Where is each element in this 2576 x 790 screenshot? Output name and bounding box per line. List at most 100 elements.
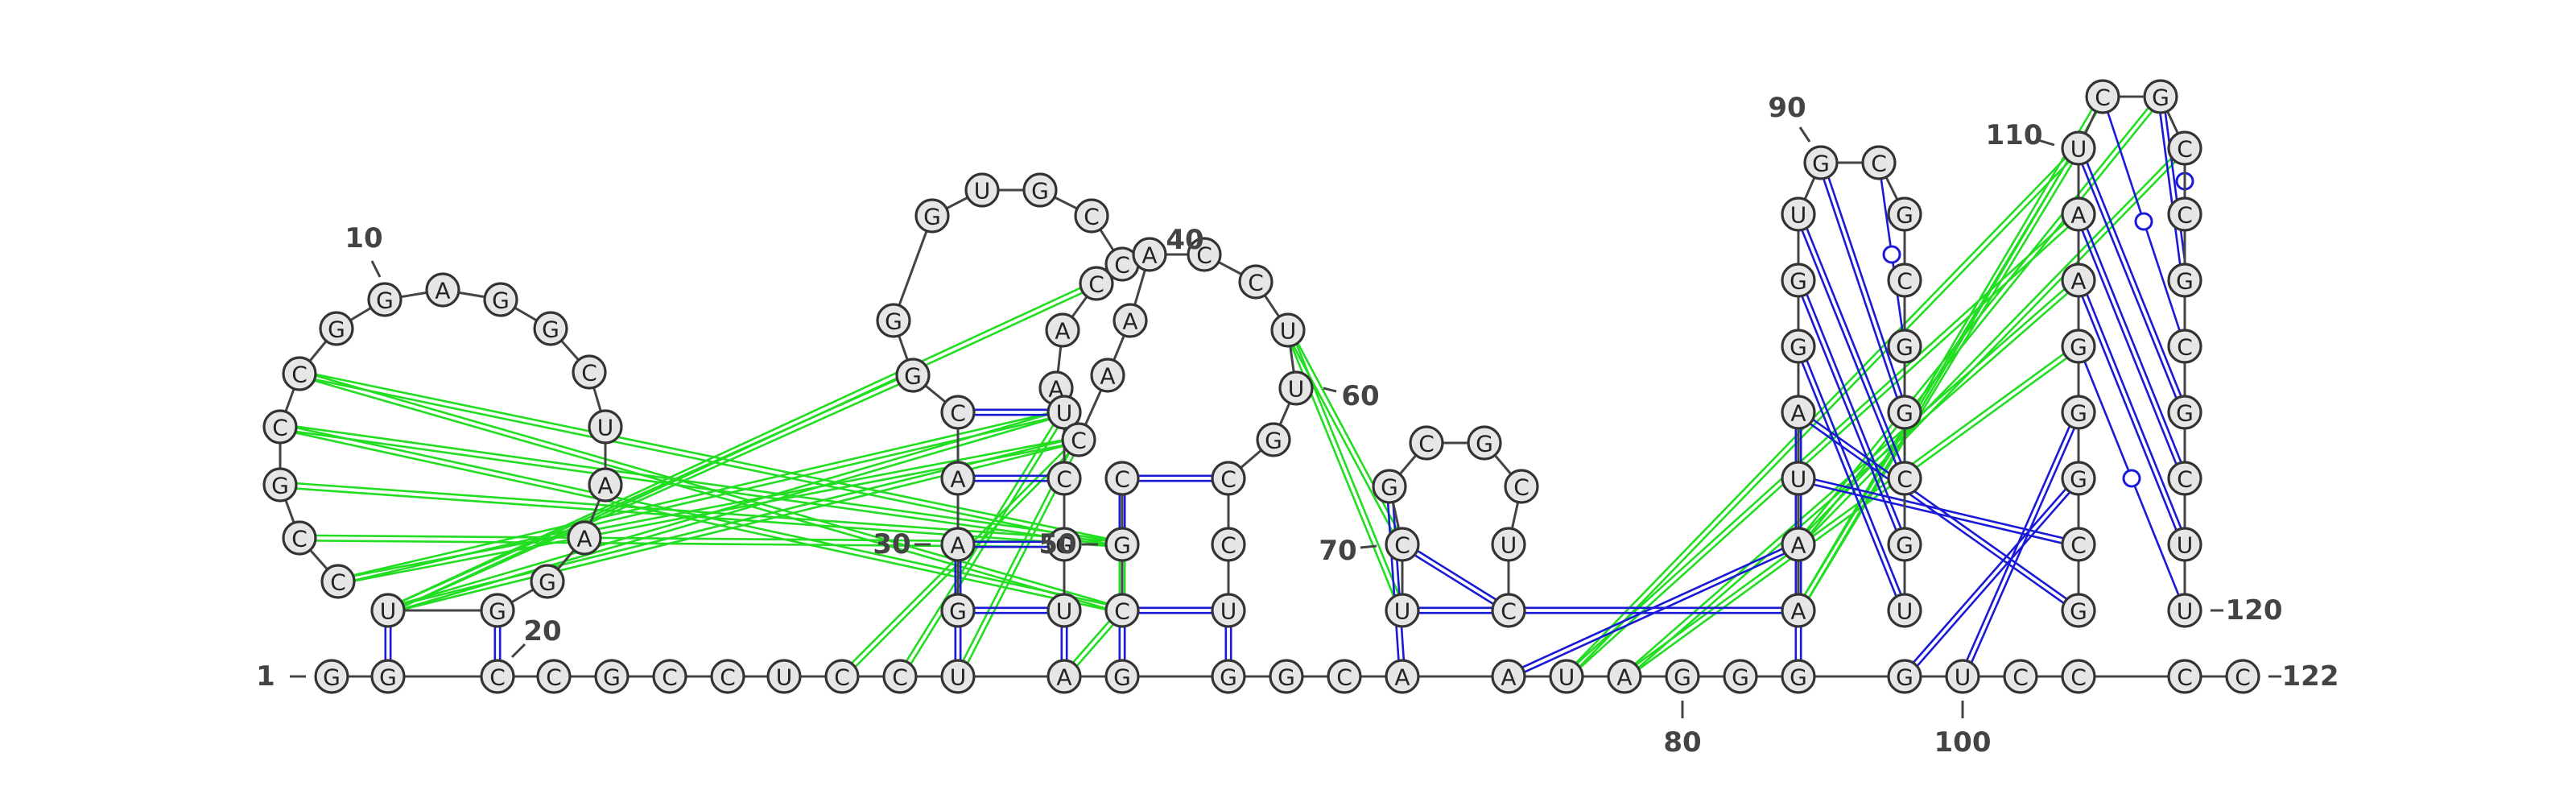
nucleotide: C <box>572 354 607 390</box>
nucleotide-letter: C <box>2013 664 2029 691</box>
nucleotide-letter: G <box>1896 334 1913 361</box>
position-tick <box>2037 139 2055 147</box>
nucleotide-letter: A <box>1790 598 1806 625</box>
position-label: 122 <box>2282 660 2339 693</box>
nucleotide: G <box>1104 527 1140 562</box>
nucleotide-letter: U <box>597 415 614 441</box>
nucleotide-letter: G <box>1732 664 1749 691</box>
position-label: 10 <box>345 222 382 254</box>
nucleotide: G <box>2061 461 2096 496</box>
nucleotide-letter: U <box>776 664 793 691</box>
nucleotide: G <box>1046 527 1082 562</box>
nucleotide: G <box>1665 659 1700 694</box>
nucleotide: C <box>1079 266 1114 301</box>
nucleotide: G <box>533 311 568 346</box>
canonical-pair <box>1817 161 1909 414</box>
position-label: 70 <box>1319 535 1356 567</box>
position-number: 20 <box>510 615 562 659</box>
nucleotide-letter: C <box>834 664 850 691</box>
nucleotide: G <box>914 198 950 234</box>
nucleotide-letter: G <box>489 598 506 625</box>
nucleotide: U <box>2167 593 2202 628</box>
nucleotide: C <box>652 659 687 694</box>
nucleotide-letter: C <box>1114 598 1130 625</box>
nucleotide: A <box>2061 196 2096 232</box>
position-label: 110 <box>1986 119 2043 151</box>
nucleotide: C <box>1409 425 1444 461</box>
nucleotide: U <box>940 659 976 694</box>
nucleotide-letter: A <box>950 532 965 559</box>
canonical-pair <box>1796 409 2081 614</box>
position-tick <box>1323 387 1337 393</box>
nucleotide-letter: U <box>380 598 397 625</box>
nucleotide: G <box>1887 329 1922 364</box>
nucleotide: C <box>2085 79 2120 114</box>
nucleotide: U <box>1781 196 1816 232</box>
nucleotide: G <box>1104 659 1140 694</box>
nucleotide-letter: C <box>662 664 678 691</box>
nucleotide: G <box>1211 659 1246 694</box>
nucleotide-letter: G <box>2070 598 2087 625</box>
nucleotide-letter: C <box>1871 151 1887 177</box>
nucleotide-letter: G <box>323 664 341 691</box>
nucleotide: G <box>1887 659 1922 694</box>
nucleotide-letter: G <box>1896 664 1913 691</box>
position-label: 80 <box>1663 726 1701 759</box>
nucleotide-letter: G <box>1674 664 1691 691</box>
pseudoknot-line <box>1285 328 1406 547</box>
canonical-pair <box>958 540 1064 548</box>
nucleotide: G <box>1781 329 1816 364</box>
position-label: 60 <box>1341 380 1379 412</box>
nucleotide: U <box>1211 593 1246 628</box>
canonical-pair <box>1385 486 1406 677</box>
nucleotide-letter: U <box>2177 532 2194 559</box>
nucleotide: C <box>1046 461 1082 496</box>
position-number: 1 <box>256 660 306 693</box>
nucleotide: A <box>1090 358 1125 393</box>
nucleotide-letter: C <box>1084 204 1100 230</box>
nucleotide-letter: C <box>1196 242 1212 269</box>
nucleotide-letter: A <box>1055 318 1070 345</box>
nucleotide-letter: A <box>1501 664 1516 691</box>
nucleotide: C <box>1187 237 1222 272</box>
backbone-link <box>892 215 934 321</box>
nucleotide: G <box>367 282 402 317</box>
canonical-pair <box>1794 279 1909 546</box>
nucleotide-letter: G <box>271 473 289 499</box>
position-label: 90 <box>1768 92 1806 124</box>
nucleotide-letter: G <box>1896 532 1913 559</box>
nucleotide: U <box>1385 593 1420 628</box>
nucleotide-letter: G <box>1790 334 1807 361</box>
nucleotide-letter: G <box>539 569 556 596</box>
canonical-pair <box>958 408 1064 416</box>
position-tick <box>1798 126 1811 143</box>
nucleotide: G <box>1022 172 1058 208</box>
nucleotide: G <box>1256 422 1291 457</box>
nucleotide: U <box>370 593 406 628</box>
nucleotide-letter: C <box>1394 532 1410 559</box>
position-label: 100 <box>1934 726 1992 759</box>
nucleotide-letter: U <box>1220 598 1237 625</box>
nucleotide: C <box>710 659 745 694</box>
nucleotide-letter: A <box>1790 532 1806 559</box>
nucleotide-letter: U <box>974 178 991 205</box>
nucleotide-letter: U <box>1288 376 1305 403</box>
nucleotide: C <box>2225 659 2260 694</box>
nucleotide-letter: C <box>546 664 562 691</box>
nucleotide: C <box>2061 527 2096 562</box>
nucleotide-letter: C <box>272 415 288 441</box>
nucleotide: A <box>1781 593 1816 628</box>
nucleotide: G <box>2143 79 2178 114</box>
nucleotide: C <box>882 659 918 694</box>
nucleotide: C <box>1104 461 1140 496</box>
nucleotide: U <box>1781 461 1816 496</box>
nucleotide: G <box>1887 196 1922 232</box>
nucleotide-letter: C <box>1088 271 1104 298</box>
nucleotide: C <box>282 520 317 556</box>
nucleotide: C <box>1104 246 1140 282</box>
nucleotide: G <box>1781 659 1816 694</box>
nucleotide: G <box>2167 395 2202 430</box>
position-tick <box>510 643 526 659</box>
nucleotide: C <box>2167 196 2202 232</box>
